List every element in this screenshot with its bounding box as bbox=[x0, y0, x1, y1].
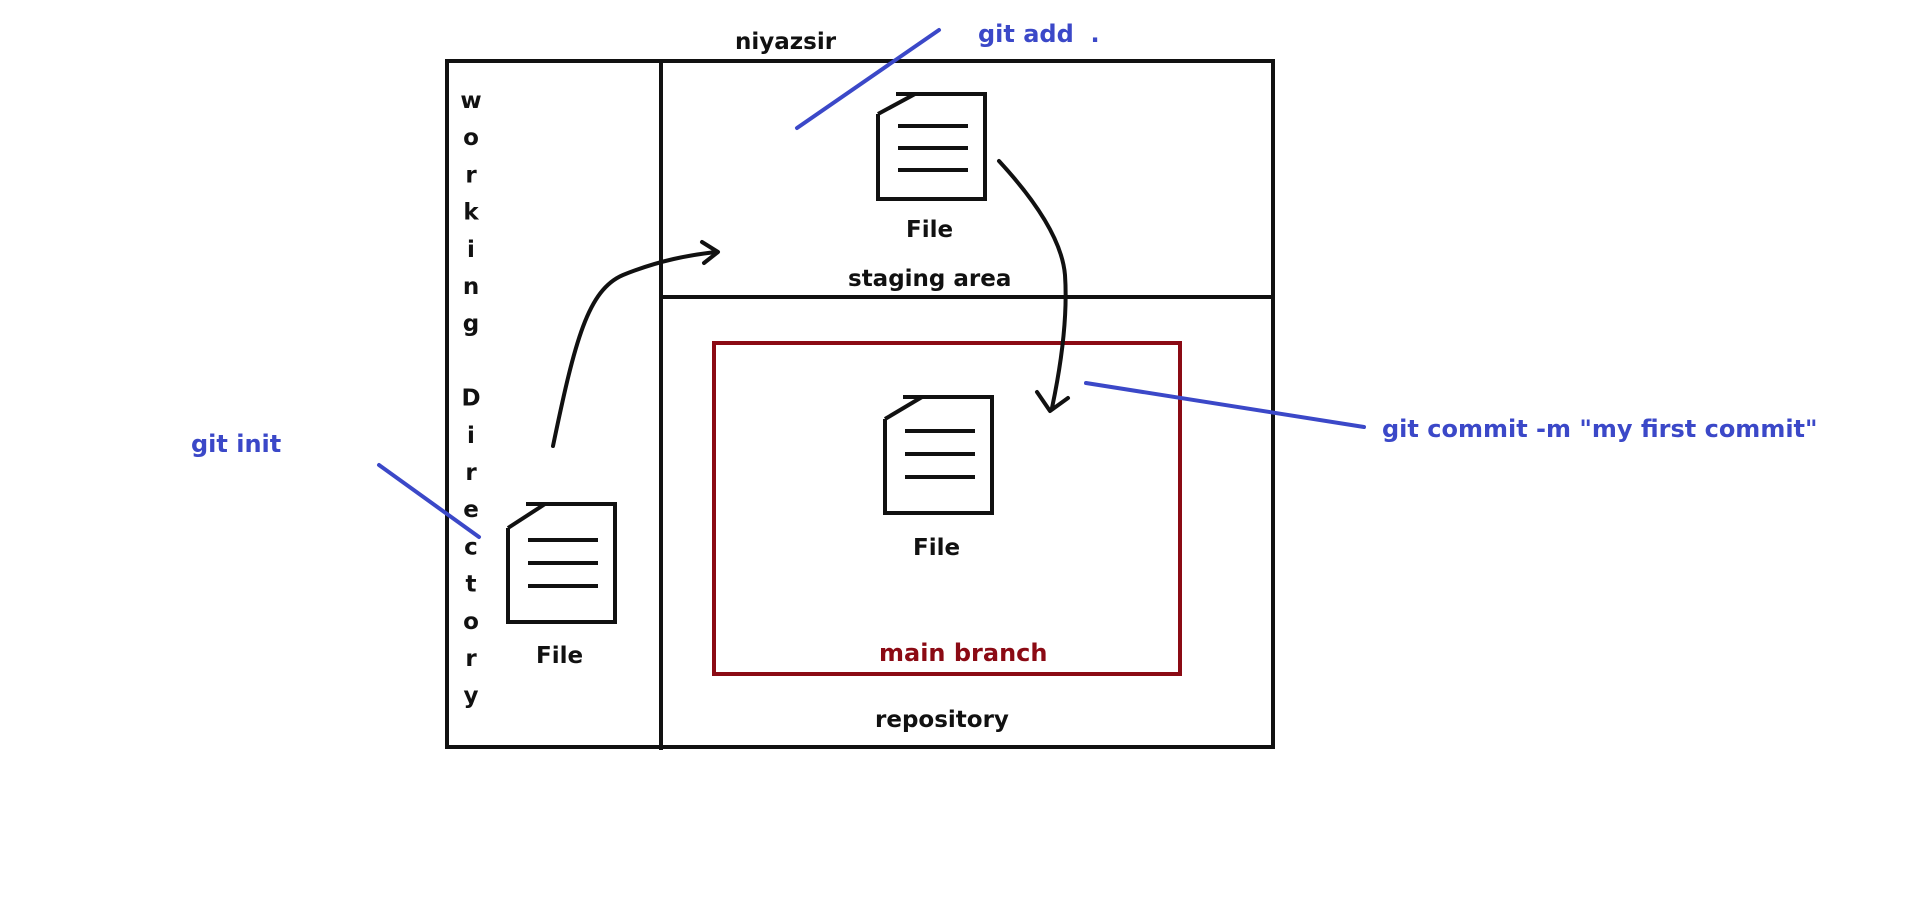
working-directory-letter: i bbox=[467, 423, 475, 449]
working-directory-letter: e bbox=[463, 497, 479, 523]
file-label-repository: File bbox=[913, 535, 960, 561]
staging-area-label: staging area bbox=[848, 266, 1011, 292]
git-add-command: git add . bbox=[978, 20, 1100, 48]
git-add-pointer bbox=[795, 28, 941, 130]
file-icon-staging bbox=[876, 92, 987, 201]
git-init-pointer bbox=[377, 463, 481, 539]
arrow-to-repository bbox=[997, 159, 1068, 410]
file-icon-repository bbox=[883, 395, 994, 515]
file-icon-working bbox=[506, 502, 617, 624]
arrow-to-staging bbox=[551, 250, 718, 448]
arrow-to-staging-head bbox=[700, 240, 720, 265]
working-directory-letter: n bbox=[463, 274, 479, 300]
working-directory-letter: o bbox=[463, 125, 479, 151]
working-directory-letter: k bbox=[463, 200, 479, 226]
working-directory-letter: r bbox=[465, 646, 477, 672]
working-directory-letter: r bbox=[465, 162, 477, 188]
working-directory-letter: w bbox=[460, 88, 481, 114]
file-label-working: File bbox=[536, 643, 583, 669]
main-branch-box bbox=[712, 341, 1182, 676]
outer-frame bbox=[445, 59, 1275, 749]
working-directory-letter: i bbox=[467, 237, 475, 263]
diagram-title: niyazsir bbox=[735, 29, 837, 55]
working-directory-letter: r bbox=[465, 460, 477, 486]
working-directory-letter: y bbox=[464, 683, 479, 709]
git-commit-pointer bbox=[1084, 381, 1366, 429]
working-directory-letter: t bbox=[466, 572, 477, 598]
git-init-command: git init bbox=[191, 430, 281, 458]
repository-label: repository bbox=[875, 707, 1009, 733]
working-directory-letter: c bbox=[464, 534, 478, 560]
main-branch-label: main branch bbox=[879, 639, 1047, 667]
working-directory-letter: D bbox=[461, 386, 480, 412]
git-commit-command: git commit -m "my first commit" bbox=[1382, 415, 1818, 443]
working-directory-letter: g bbox=[463, 311, 479, 337]
file-label-staging: File bbox=[906, 217, 953, 243]
arrow-to-repository-head bbox=[1035, 390, 1070, 413]
working-directory-letter: o bbox=[463, 609, 479, 635]
